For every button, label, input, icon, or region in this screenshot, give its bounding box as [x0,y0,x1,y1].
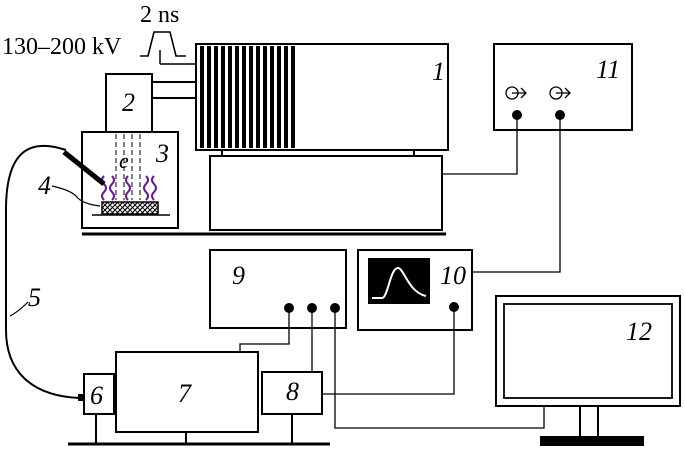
monitor-stand [540,436,644,446]
coil-stripe [270,46,274,148]
block-7: 7 [115,351,259,433]
label-6: 6 [90,381,103,410]
coil-stripe [277,46,281,148]
pulse-voltage-label: 130–200 kV [2,34,122,60]
label-9: 9 [232,261,245,290]
electron-label: e [119,148,129,173]
label-5: 5 [28,283,41,312]
coil-stripe [235,46,239,148]
electron-beam [115,134,141,200]
coil-stripe [221,46,225,148]
oscilloscope-screen [368,258,430,304]
label-12: 12 [626,317,652,346]
coil-stripe [214,46,218,148]
coil-stripe [284,46,288,148]
output-port-2-icon [549,86,571,100]
generator-coil-stripes [200,46,295,148]
coil-stripe [200,46,204,148]
label-3: 3 [155,139,169,168]
coil-stripe [207,46,211,148]
label-11: 11 [596,55,620,84]
unit-11: 11 [493,43,633,131]
label-2: 2 [122,88,135,117]
pulse-annotation: 2 ns 130–200 kV [2,2,186,60]
coil-stripe [242,46,246,148]
sample-4 [101,201,159,215]
generator-base-block [209,155,443,231]
coil-stripe [228,46,232,148]
chamber-3: e 3 [62,131,179,229]
fiber-probe [62,150,106,186]
pulse-waveform [140,31,186,57]
oscilloscope-10: 10 [357,249,473,331]
monitor-12: 12 [495,295,681,446]
optical-fiber-5 [5,144,81,399]
coil-stripe [249,46,253,148]
label-10: 10 [440,261,466,290]
pulse-duration-label: 2 ns [140,2,179,28]
oscilloscope-trace [372,266,427,299]
label-7: 7 [178,379,192,408]
coil-stripe [256,46,260,148]
block-8: 8 [261,371,323,415]
generator-1: 1 [195,43,449,151]
block-6: 6 [78,373,115,415]
label-1: 1 [432,57,445,86]
coil-stripe [291,46,295,148]
coil-stripe [263,46,267,148]
block-2: 2 [105,73,153,133]
block-9: 9 [209,249,347,329]
label-4: 4 [38,171,51,200]
output-port-1-icon [505,86,527,100]
fiber-connector [78,394,84,401]
label-8: 8 [286,377,299,406]
